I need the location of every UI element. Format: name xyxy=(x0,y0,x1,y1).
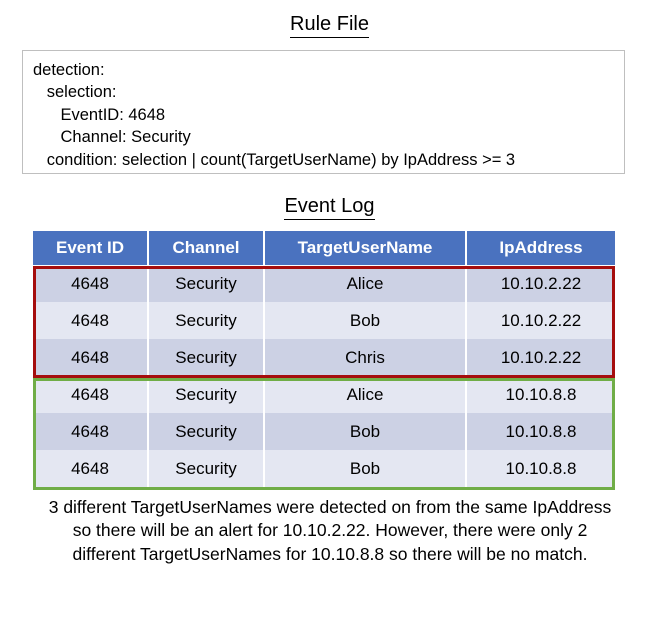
explanation-caption: 3 different TargetUserNames were detecte… xyxy=(48,497,612,564)
cell-event-id: 4648 xyxy=(33,413,149,450)
table-row: 4648 Security Chris 10.10.2.22 xyxy=(33,339,615,376)
cell-event-id: 4648 xyxy=(33,376,149,413)
column-header-channel: Channel xyxy=(148,231,265,266)
cell-target-user-name: Bob xyxy=(264,450,467,487)
table-row: 4648 Security Bob 10.10.8.8 xyxy=(33,413,615,450)
cell-target-user-name: Alice xyxy=(264,376,467,413)
cell-event-id: 4648 xyxy=(33,450,149,487)
cell-channel: Security xyxy=(148,302,265,339)
table-row: 4648 Security Alice 10.10.8.8 xyxy=(33,376,615,413)
table-header-row: Event ID Channel TargetUserName IpAddres… xyxy=(33,231,615,266)
column-header-ip-address: IpAddress xyxy=(466,231,615,266)
cell-target-user-name: Chris xyxy=(264,339,467,376)
rule-file-code: detection: selection: EventID: 4648 Chan… xyxy=(33,61,516,169)
table-row: 4648 Security Bob 10.10.8.8 xyxy=(33,450,615,487)
cell-ip-address: 10.10.2.22 xyxy=(466,302,615,339)
cell-event-id: 4648 xyxy=(33,339,149,376)
cell-event-id: 4648 xyxy=(33,302,149,339)
table-row: 4648 Security Alice 10.10.2.22 xyxy=(33,265,615,302)
column-header-target-user-name: TargetUserName xyxy=(264,231,467,266)
cell-ip-address: 10.10.8.8 xyxy=(466,450,615,487)
cell-target-user-name: Bob xyxy=(264,413,467,450)
cell-event-id: 4648 xyxy=(33,265,149,302)
rule-file-box: detection: selection: EventID: 4648 Chan… xyxy=(22,50,625,174)
cell-ip-address: 10.10.8.8 xyxy=(466,376,615,413)
event-log-title-text: Event Log xyxy=(284,195,375,220)
event-log-table-container: Event ID Channel TargetUserName IpAddres… xyxy=(33,231,615,487)
cell-ip-address: 10.10.8.8 xyxy=(466,413,615,450)
cell-channel: Security xyxy=(148,450,265,487)
column-header-event-id: Event ID xyxy=(33,231,149,266)
cell-target-user-name: Alice xyxy=(264,265,467,302)
cell-ip-address: 10.10.2.22 xyxy=(466,265,615,302)
table-row: 4648 Security Bob 10.10.2.22 xyxy=(33,302,615,339)
cell-channel: Security xyxy=(148,265,265,302)
cell-channel: Security xyxy=(148,413,265,450)
event-log-title: Event Log xyxy=(0,195,659,220)
rule-file-title: Rule File xyxy=(0,13,659,38)
cell-target-user-name: Bob xyxy=(264,302,467,339)
rule-file-title-text: Rule File xyxy=(290,13,369,38)
cell-ip-address: 10.10.2.22 xyxy=(466,339,615,376)
event-log-table: Event ID Channel TargetUserName IpAddres… xyxy=(33,231,615,487)
cell-channel: Security xyxy=(148,376,265,413)
cell-channel: Security xyxy=(148,339,265,376)
